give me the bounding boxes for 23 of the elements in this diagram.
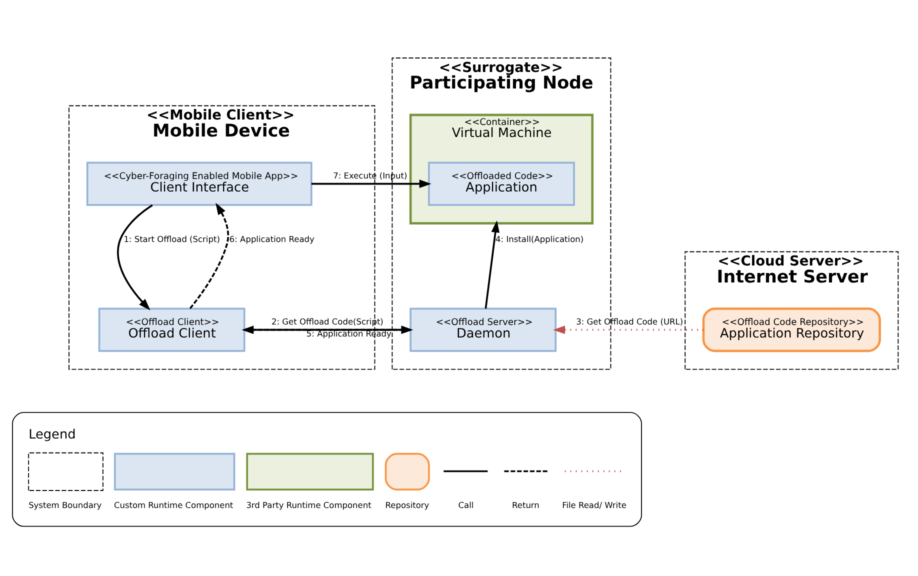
legend-label: Repository: [385, 500, 430, 510]
edge-label: 6: Application Ready: [229, 233, 314, 244]
node-box: <<Offload Client>> Offload Client: [98, 307, 246, 352]
legend-label: Call: [458, 500, 474, 510]
legend-label: System Boundary: [28, 500, 102, 510]
label: Legend: [28, 426, 76, 442]
arrow: [117, 204, 153, 310]
arrow: [484, 220, 500, 308]
arrow: [311, 179, 432, 188]
node-box: <<Cyber-Foraging Enabled Mobile App>> Client Interface: [86, 161, 312, 206]
node-box: <<Offload Code Repository>> Application Repository: [702, 307, 881, 352]
legend-label: 3rd Party Runtime Component: [246, 500, 372, 510]
edge-label: 2: Get Offload Code(Script): [272, 316, 384, 326]
legend-label: File Read/ Write: [562, 500, 626, 510]
legend-label: Return: [512, 500, 540, 510]
arrow: [189, 202, 230, 308]
node-box: <<Offloaded Code>> Application: [428, 161, 575, 206]
arrow: [553, 325, 704, 334]
legend-label: Custom Runtime Component: [114, 500, 234, 510]
node-box: <<Offload Server>> Daemon: [410, 307, 557, 352]
edge-label: 4: Install(Application): [496, 233, 584, 244]
edge-label: 1: Start Offload (Script): [124, 233, 220, 244]
edge-label: 5: Application Ready: [306, 328, 392, 338]
